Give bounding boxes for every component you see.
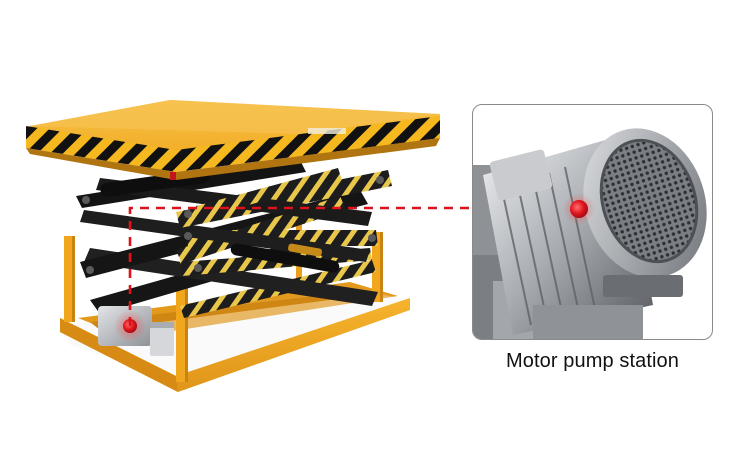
scissor-lift-image [26,100,440,392]
post-left-front [64,236,72,322]
motor-marker-dot [123,319,137,333]
deck-hazard-right [176,116,440,172]
motor-closeup-image [473,128,707,339]
post-center-front [176,274,185,382]
motor-detail-inset [472,104,713,340]
deck-hazard-left [26,126,176,172]
callout-caption: Motor pump station [506,350,679,372]
inset-marker-dot [570,200,588,218]
